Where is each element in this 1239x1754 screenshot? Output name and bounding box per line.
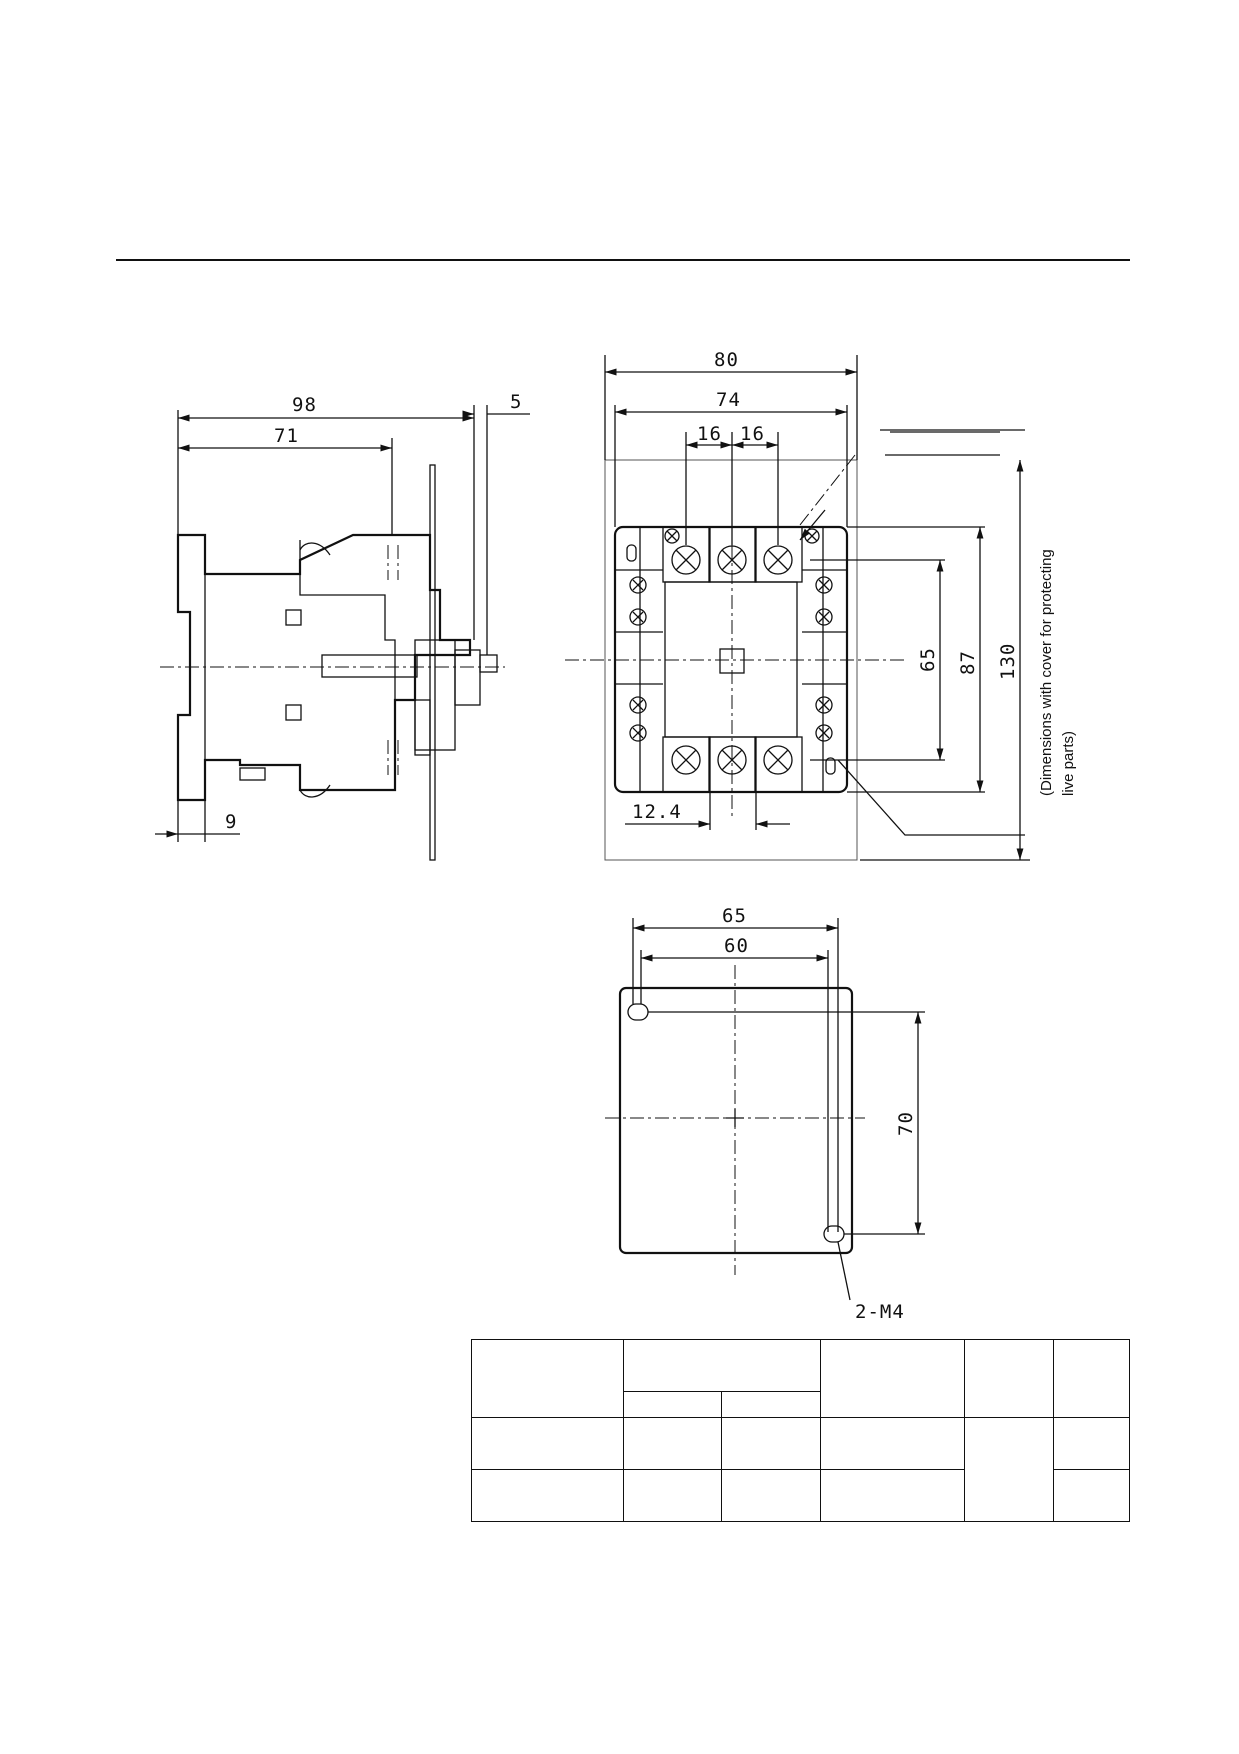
dim-65-mount: 65 <box>722 905 747 927</box>
table-header-cell <box>623 1339 821 1392</box>
dim-71: 71 <box>274 425 299 447</box>
dim-16-left: 16 <box>697 423 722 445</box>
dim-12-4: 12.4 <box>632 801 682 823</box>
table-subheader-cell <box>623 1391 722 1418</box>
table-subheader-cell <box>721 1391 821 1418</box>
table-cell <box>471 1417 624 1470</box>
table-cell <box>1053 1469 1130 1522</box>
dim-60: 60 <box>724 935 749 957</box>
table-cell <box>820 1417 965 1470</box>
table-header-cell <box>471 1339 624 1418</box>
dim-65-vertical: 65 <box>917 647 939 672</box>
table-cell <box>964 1417 1054 1522</box>
dim-130: 130 <box>997 643 1019 680</box>
table-header-cell <box>1053 1339 1130 1418</box>
side-view: 98 71 5 9 <box>155 391 530 861</box>
mount-hole-top-left <box>627 1003 649 1021</box>
dim-74: 74 <box>716 389 741 411</box>
table-row <box>471 1469 1130 1522</box>
screw-label: 2-M4 <box>855 1301 905 1323</box>
cover-note-line2: live parts) <box>1060 731 1077 796</box>
dim-70: 70 <box>895 1111 917 1136</box>
table-cell <box>721 1469 821 1522</box>
table-header-cell <box>964 1339 1054 1418</box>
dim-5: 5 <box>510 391 522 413</box>
dim-87: 87 <box>957 650 979 675</box>
cover-note-line1: (Dimensions with cover for protecting <box>1038 549 1055 796</box>
mount-hole-bottom-right <box>823 1225 845 1243</box>
dim-16-right: 16 <box>740 423 765 445</box>
mounting-view: 65 60 70 2-M4 <box>605 905 925 1323</box>
dim-98: 98 <box>292 394 317 416</box>
table-cell <box>623 1417 722 1470</box>
dim-9: 9 <box>225 811 237 833</box>
dim-80: 80 <box>714 349 739 371</box>
table-row <box>471 1417 1130 1522</box>
table-cell <box>471 1469 624 1522</box>
table-cell <box>1053 1417 1130 1470</box>
table-header-cell <box>820 1339 965 1418</box>
table-cell <box>820 1469 965 1522</box>
spec-table <box>471 1339 1130 1522</box>
table-cell <box>623 1469 722 1522</box>
table-cell <box>721 1417 821 1470</box>
front-view: 80 74 16 16 65 87 130 (Dimensions with c… <box>565 349 1077 861</box>
